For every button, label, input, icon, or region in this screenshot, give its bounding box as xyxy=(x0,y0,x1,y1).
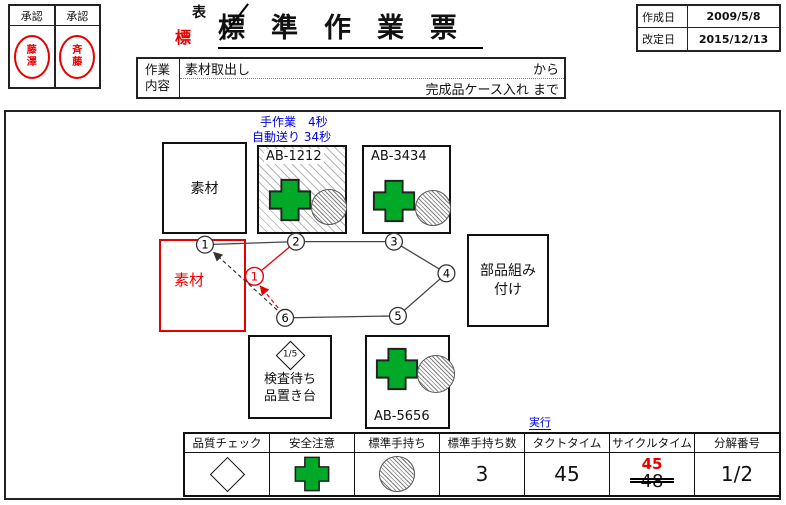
step-3: 3 xyxy=(390,235,397,249)
work-from-text: 素材取出し xyxy=(185,63,251,78)
step-5: 5 xyxy=(394,309,401,323)
work-to-row: 完成品ケース入れ まで xyxy=(180,79,564,98)
approval-col-2: 承認 斉藤 xyxy=(55,6,99,87)
safety-cross-icon xyxy=(268,178,312,222)
hanko-stamp-icon: 藤澤 xyxy=(13,34,50,79)
safety-cross-icon xyxy=(375,347,419,391)
wip-circle-icon xyxy=(311,189,347,225)
work-to-text: 完成品ケース入れ まで xyxy=(425,83,559,98)
wip-circle-icon xyxy=(379,456,415,492)
revised-date-label: 改定日 xyxy=(638,28,688,50)
manual-time-note: 手作業 4秒 xyxy=(260,115,328,129)
takt-time-value: 45 xyxy=(554,462,580,486)
step-4: 4 xyxy=(443,266,450,280)
revised-date-row: 改定日 2015/12/13 xyxy=(638,28,779,50)
red-route-line xyxy=(254,241,297,277)
title-correction-note: 表 xyxy=(192,5,206,21)
quality-check-col: 品質チェック xyxy=(185,434,270,495)
quality-diamond-icon xyxy=(209,456,245,492)
created-date-value: 2009/5/8 xyxy=(706,10,761,23)
wip-circle-icon xyxy=(415,190,451,226)
step-1-red: 1 xyxy=(251,269,258,283)
step-2: 2 xyxy=(292,235,299,249)
approval-block: 承認 藤澤 承認 斉藤 xyxy=(8,4,101,89)
machine-ab3434-box: AB-3434 xyxy=(362,145,451,234)
layout-diagram-frame: 手作業 4秒 自動送り 34秒 素材 AB-1212 AB-3434 部品組み … xyxy=(4,110,781,500)
wip-circle-icon xyxy=(417,355,455,393)
approval-header: 承認 xyxy=(10,6,54,26)
created-date-row: 作成日 2009/5/8 xyxy=(638,6,779,28)
approval-header: 承認 xyxy=(55,6,99,26)
execute-note: 実行 xyxy=(529,416,551,431)
machine-ab5656-label: AB-5656 xyxy=(374,409,430,424)
title-correction-red: 標 xyxy=(175,28,192,47)
assembly-box: 部品組み 付け xyxy=(467,234,549,327)
wip-count-col: 標準手持ち数 3 xyxy=(440,434,525,495)
work-content-block: 作業内容 素材取出し から 完成品ケース入れ まで xyxy=(136,57,566,99)
created-date-label: 作成日 xyxy=(638,6,688,27)
machine-ab1212-box: AB-1212 xyxy=(257,145,347,234)
machine-ab1212-label: AB-1212 xyxy=(264,149,324,164)
cycle-time-col: サイクルタイム 45 48 xyxy=(610,434,695,495)
stamp-name: 藤澤 xyxy=(26,45,37,68)
standard-wip-col: 標準手持ち xyxy=(355,434,440,495)
stamp-name: 斉藤 xyxy=(72,45,83,68)
material-box-red: 素材 xyxy=(159,239,246,332)
breakdown-number-col: 分解番号 1/2 xyxy=(695,434,779,495)
auto-time-note: 自動送り 34秒 xyxy=(252,130,332,144)
date-table: 作成日 2009/5/8 改定日 2015/12/13 xyxy=(636,4,781,52)
hanko-stamp-icon: 斉藤 xyxy=(59,34,96,79)
inspection-stand-box: 1/5 検査待ち 品置き台 xyxy=(248,335,332,419)
wip-count-value: 3 xyxy=(475,462,489,486)
strikethrough-mark xyxy=(629,477,675,483)
safety-cross-icon xyxy=(294,456,330,492)
work-from-suffix: から xyxy=(532,63,559,78)
step-6: 6 xyxy=(281,311,288,325)
safety-col: 安全注意 xyxy=(270,434,355,495)
revised-date-value: 2015/12/13 xyxy=(698,32,769,46)
material-box: 素材 xyxy=(162,142,247,234)
cycle-time-corrected: 45 xyxy=(641,454,663,473)
takt-time-col: タクトタイム 45 xyxy=(525,434,610,495)
safety-cross-icon xyxy=(372,179,416,223)
machine-ab5656-box: AB-5656 xyxy=(365,335,455,429)
page-title: 標準作業票 xyxy=(218,6,483,49)
machine-ab3434-label: AB-3434 xyxy=(369,149,429,164)
breakdown-number-value: 1/2 xyxy=(720,462,754,486)
work-content-label: 作業内容 xyxy=(138,59,180,97)
return-arrow-red xyxy=(259,285,279,309)
work-from-row: 素材取出し から xyxy=(180,59,564,79)
approval-col-1: 承認 藤澤 xyxy=(10,6,56,87)
quality-diamond-icon: 1/5 xyxy=(275,340,305,371)
summary-table: 品質チェック 安全注意 標準手持ち 標準手持ち数 3 タクトタイム 4 xyxy=(183,432,781,497)
